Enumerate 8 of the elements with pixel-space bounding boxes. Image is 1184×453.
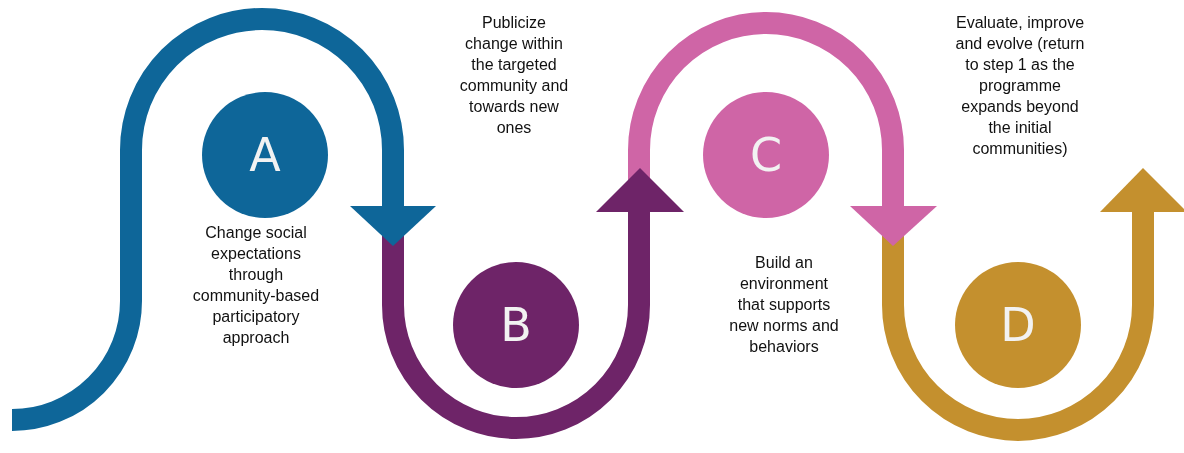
step-letter: B bbox=[500, 302, 532, 348]
step-description: Publicize change within the targeted community and towards new ones bbox=[458, 13, 570, 138]
step-letter: D bbox=[1000, 302, 1036, 348]
step-description: Build an environment that supports new norms and behaviors bbox=[728, 253, 840, 357]
step-description: Change social expectations through community-based participatory approach bbox=[192, 223, 320, 348]
step-letter: A bbox=[249, 132, 281, 178]
step-description: Evaluate, improve and evolve (return to step 1 as the programme expands beyond the initial communities) bbox=[954, 13, 1086, 159]
step-letter: C bbox=[749, 132, 783, 178]
